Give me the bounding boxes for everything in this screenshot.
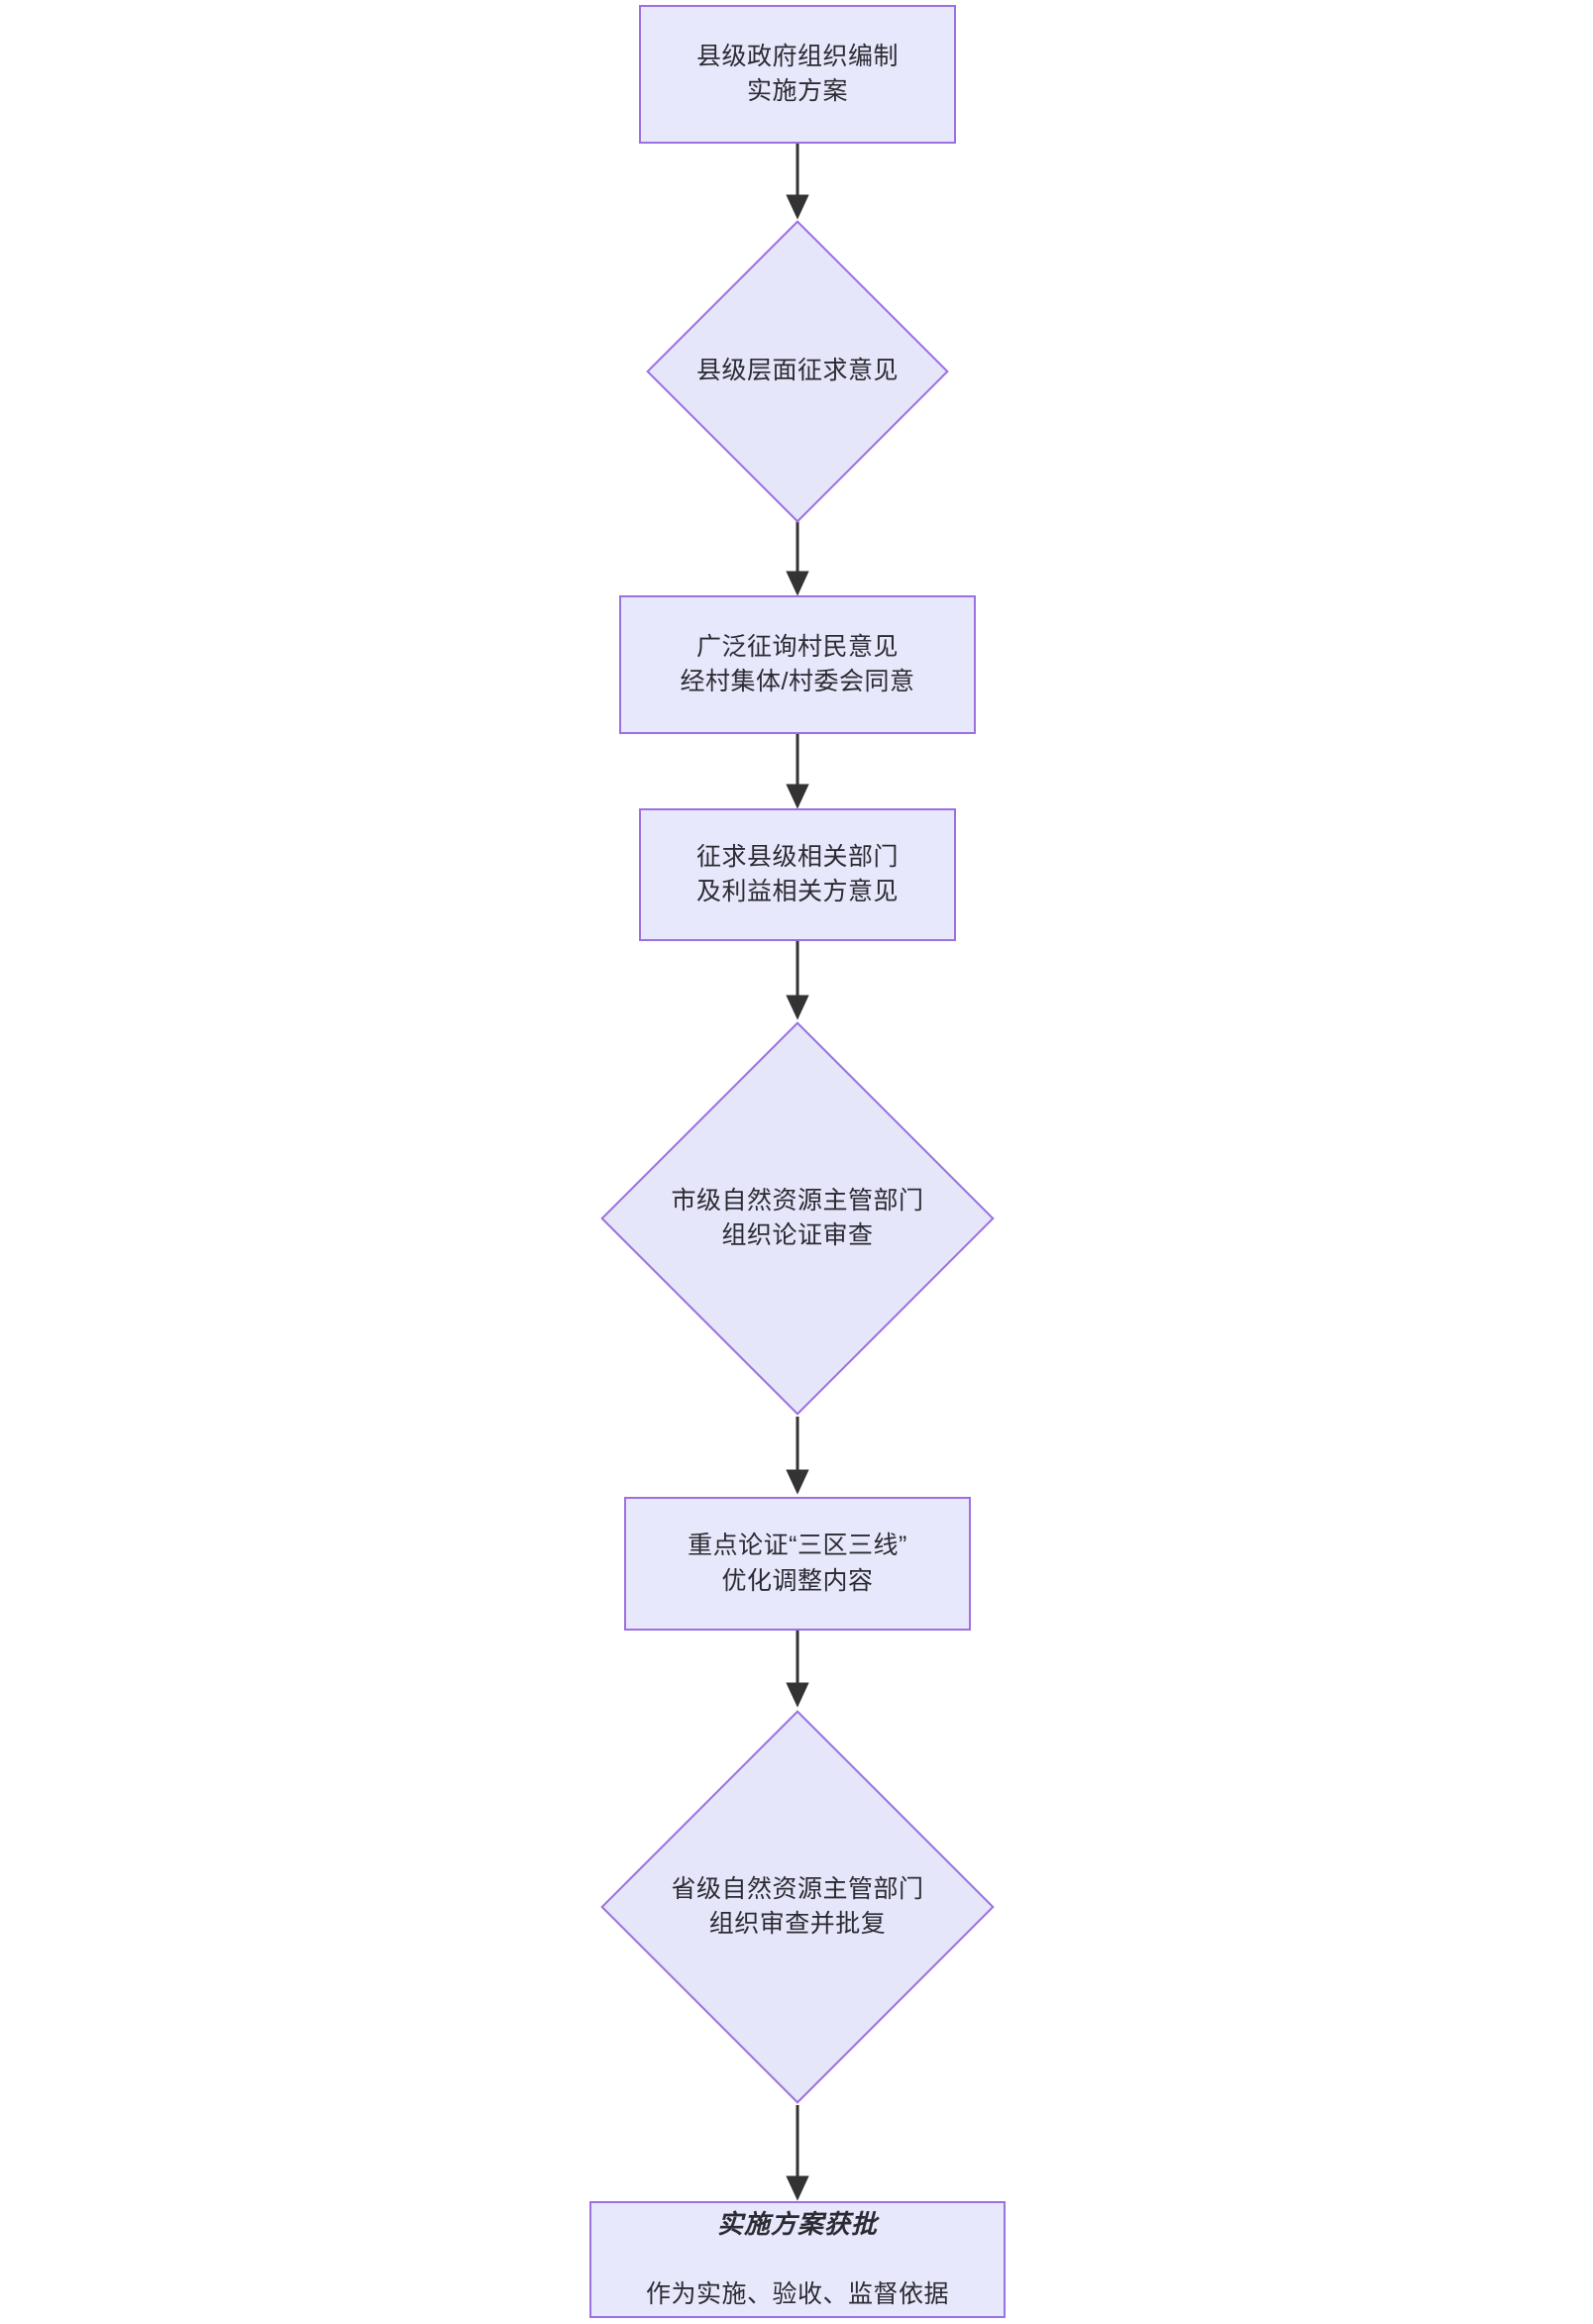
node-three-zones-three-lines-optimization[interactable]: 重点论证“三区三线” 优化调整内容 [624, 1497, 971, 1631]
node-label: 县级层面征求意见 [695, 357, 899, 385]
node-label: 重点论证“三区三线” 优化调整内容 [688, 1532, 907, 1595]
node-municipal-resources-review[interactable]: 市级自然资源主管部门 组织论证审查 [600, 1021, 995, 1416]
node-villager-consultation-approval[interactable]: 广泛征询村民意见 经村集体/村委会同意 [619, 595, 976, 734]
node-label-sub: 作为实施、验收、监督依据 [645, 2280, 949, 2309]
node-provincial-resources-approval[interactable]: 省级自然资源主管部门 组织审查并批复 [600, 1710, 995, 2104]
node-county-gov-prepare-plan[interactable]: 县级政府组织编制 实施方案 [639, 5, 956, 144]
node-label: 市级自然资源主管部门 组织论证审查 [671, 1186, 924, 1250]
node-county-departments-stakeholders[interactable]: 征求县级相关部门 及利益相关方意见 [639, 808, 956, 941]
node-label: 广泛征询村民意见 经村集体/村委会同意 [680, 632, 915, 696]
node-label: 县级政府组织编制 实施方案 [695, 42, 899, 106]
node-plan-approved-result[interactable]: 实施方案获批 作为实施、验收、监督依据 [589, 2201, 1006, 2318]
node-label: 实施方案获批 作为实施、验收、监督依据 [646, 2171, 949, 2324]
node-county-level-consultation[interactable]: 县级层面征求意见 [646, 220, 949, 523]
node-label: 省级自然资源主管部门 组织审查并批复 [671, 1874, 924, 1939]
node-label-emphasis: 实施方案获批 [716, 2209, 878, 2240]
node-label: 征求县级相关部门 及利益相关方意见 [695, 842, 899, 906]
